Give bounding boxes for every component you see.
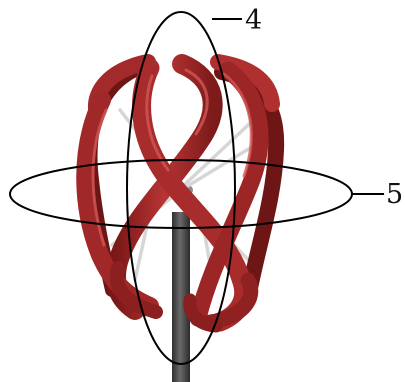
- label-4: 4: [245, 5, 262, 36]
- label-5: 5: [386, 179, 403, 210]
